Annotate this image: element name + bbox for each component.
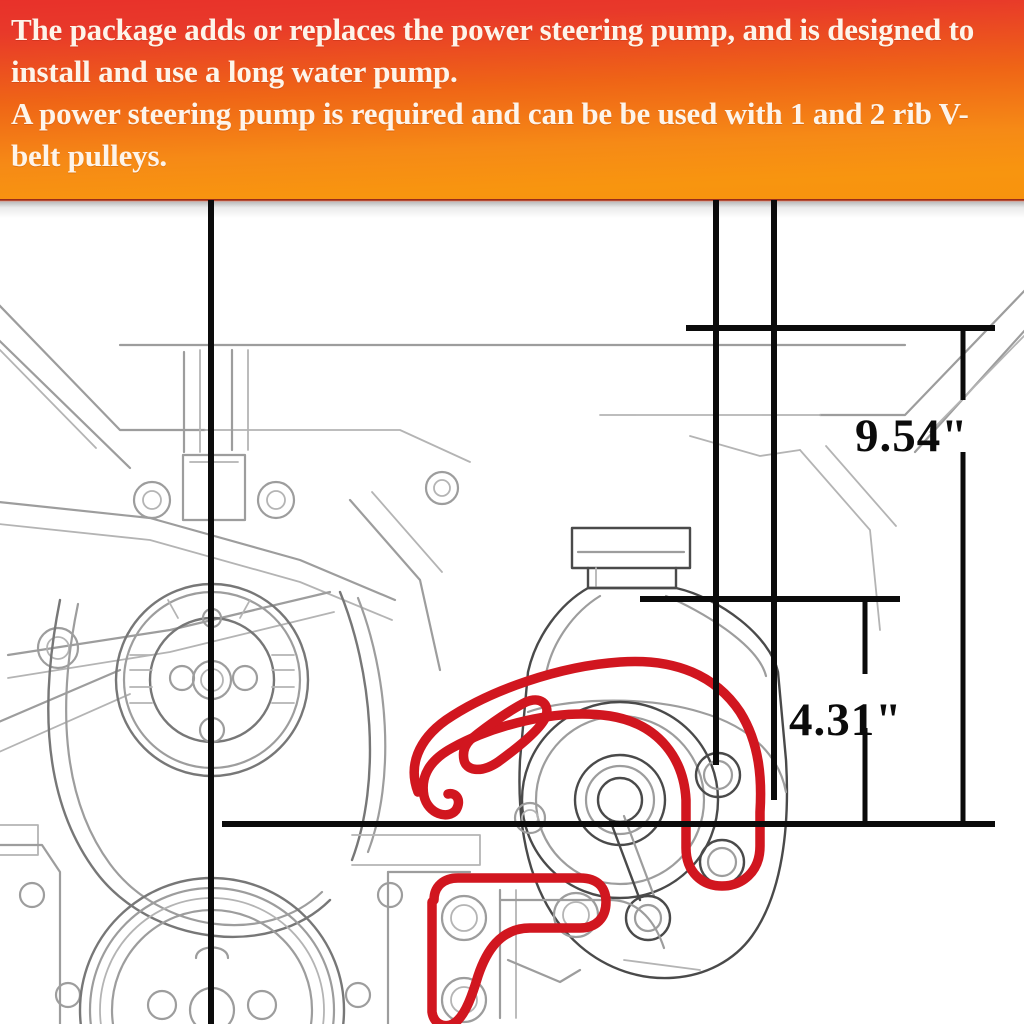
- banner-divider: [0, 199, 1024, 202]
- engine-drawing: .ln { fill:none; stroke:#9d9d9d; stroke-…: [0, 200, 1024, 1024]
- dimension-lines: [208, 200, 995, 1024]
- dimension-label-4-31: 4.31": [789, 694, 903, 746]
- power-steering-pump: [440, 526, 789, 1024]
- dimension-label-9-54: 9.54": [855, 410, 969, 462]
- banner-text: The package adds or replaces the power s…: [11, 12, 975, 173]
- engine-block-rails: [0, 824, 481, 1024]
- mounting-bracket-lower-outline: [427, 873, 611, 1024]
- engine-linework: [0, 289, 1024, 1024]
- cylinder-head-ribs: [0, 470, 460, 753]
- intake-manifold: [0, 289, 1024, 522]
- mounting-bracket-upper-outline: [409, 656, 766, 891]
- bracket-slot-outline: [458, 695, 552, 775]
- description-banner: The package adds or replaces the power s…: [0, 0, 1024, 200]
- highlighted-brackets: [409, 656, 766, 1024]
- timing-cover: [18, 590, 404, 1009]
- banner-shadow: [0, 202, 1024, 218]
